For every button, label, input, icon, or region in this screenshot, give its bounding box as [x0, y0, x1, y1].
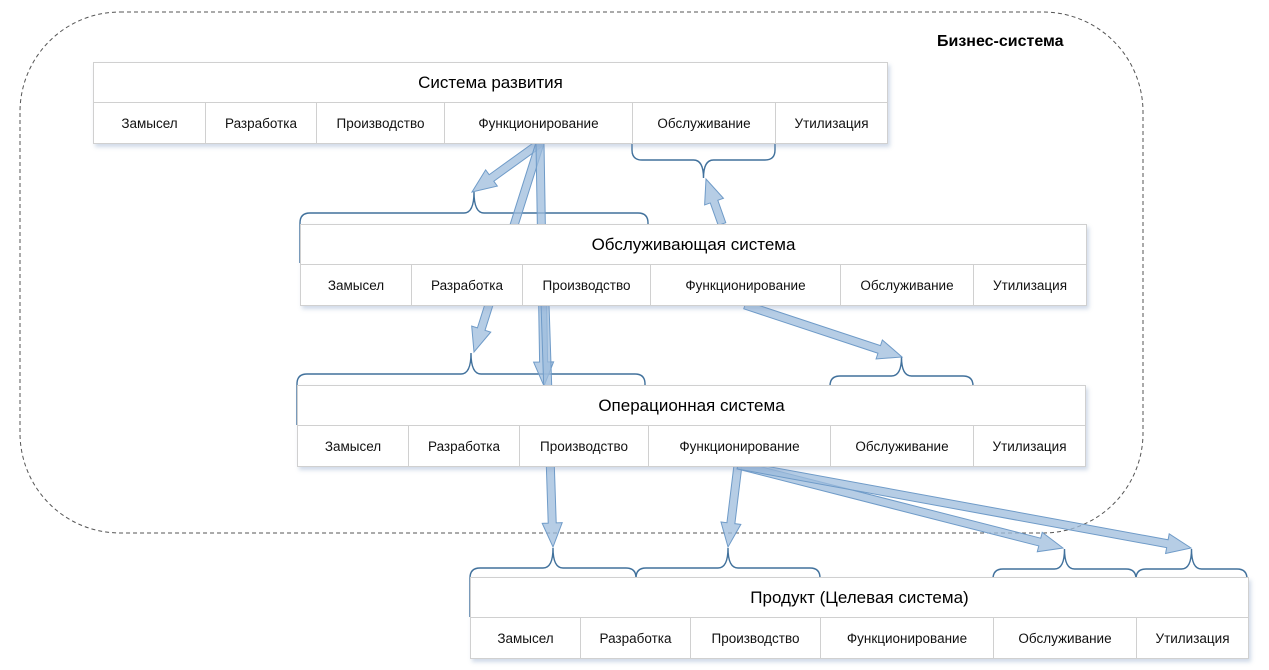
stage-operation: Функционирование: [649, 426, 831, 466]
arrow: [704, 177, 727, 226]
business-system-label: Бизнес-система: [937, 33, 1064, 50]
arrow: [736, 460, 1065, 553]
stage-disposal: Утилизация: [1155, 630, 1230, 646]
stage-disposal: Утилизация: [992, 438, 1067, 454]
stage-operation: Функционирование: [821, 618, 994, 658]
stage-maintenance: Обслуживание: [633, 103, 776, 143]
stage-maintenance: Обслуживание: [841, 265, 974, 305]
stage-operation: Функционирование: [445, 103, 633, 143]
stage-concept: Замысел: [471, 618, 581, 658]
system-title: Операционная система: [298, 386, 1085, 426]
stage-operation: Функционирование: [651, 265, 841, 305]
stage-concept: Замысел: [301, 265, 412, 305]
arrow: [720, 463, 743, 549]
stage-concept: Замысел: [94, 103, 206, 143]
arrow: [736, 460, 1193, 555]
stage-production: Производство: [691, 618, 821, 658]
system-title: Обслуживающая система: [301, 225, 1086, 265]
arrow: [470, 139, 544, 193]
stage-production: Производство: [523, 265, 651, 305]
stage-disposal: Утилизация: [794, 115, 869, 131]
stage-development: Разработка: [581, 618, 691, 658]
stage-concept: Замысел: [298, 426, 409, 466]
brace: [631, 142, 776, 179]
arrow: [743, 300, 904, 360]
stage-development: Разработка: [409, 426, 520, 466]
stage-maintenance: Обслуживание: [994, 618, 1137, 658]
system-title: Продукт (Целевая система): [471, 578, 1248, 618]
stage-maintenance: Обслуживание: [831, 426, 974, 466]
stage-production: Производство: [317, 103, 445, 143]
stage-disposal: Утилизация: [993, 277, 1067, 293]
stage-production: Производство: [520, 426, 649, 466]
stage-development: Разработка: [206, 103, 317, 143]
stage-development: Разработка: [412, 265, 523, 305]
system-title: Система развития: [94, 63, 887, 103]
